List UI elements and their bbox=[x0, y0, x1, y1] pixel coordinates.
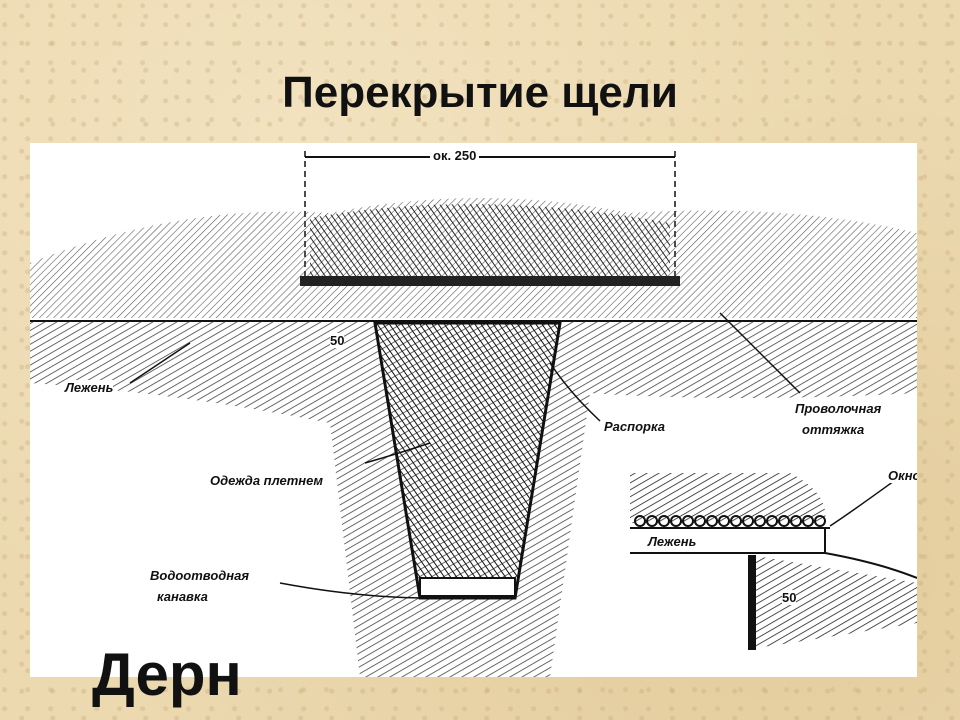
rasporka-label: Распорка bbox=[604, 419, 665, 434]
ottyazhka-label-line1: Проволочная bbox=[795, 401, 882, 416]
cover-logs bbox=[300, 276, 680, 286]
dimension-50-bottom-label: 50 bbox=[782, 590, 797, 605]
ottyazhka-label-line2: оттяжка bbox=[802, 422, 865, 437]
drainage-channel bbox=[419, 577, 516, 597]
odezhda-label: Одежда плетнем bbox=[210, 473, 324, 488]
earth-fill-over-cover bbox=[310, 204, 670, 278]
dimension-50-top-label: 50 bbox=[330, 333, 345, 348]
partially-hidden-text: Дерн bbox=[92, 641, 242, 708]
slide-title: Перекрытие щели bbox=[282, 68, 678, 117]
dimension-250-label: ок. 250 bbox=[430, 148, 480, 163]
okno-label: Окно bbox=[888, 468, 917, 483]
diagram-drawing bbox=[30, 151, 917, 677]
trench-cover-diagram: ок. 250 50 Лежень Распорка Проволочная о… bbox=[30, 143, 917, 677]
trench bbox=[373, 321, 562, 600]
lezhen-label: Лежень bbox=[65, 380, 114, 395]
kanavka-label-line2: канавка bbox=[157, 589, 208, 604]
inset-logs bbox=[634, 515, 826, 527]
inset-detail bbox=[630, 473, 917, 650]
lezhen-inset-label: Лежень bbox=[648, 534, 697, 549]
kanavka-label-line1: Водоотводная bbox=[150, 568, 250, 583]
